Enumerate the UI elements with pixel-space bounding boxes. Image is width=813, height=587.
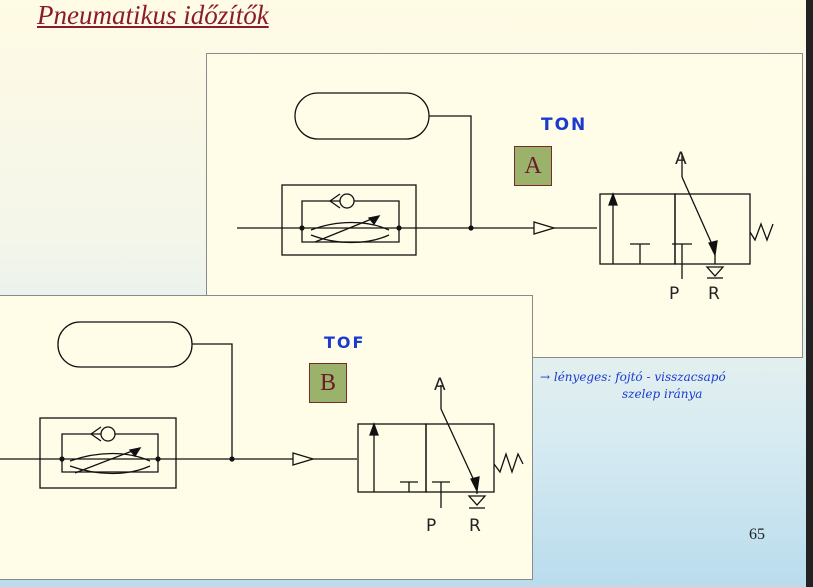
port-b-r: R [469,516,481,536]
slide-title: Pneumatikus időzítők [37,0,269,30]
mode-label-b: TOF [324,333,366,352]
port-b-p: P [426,516,437,536]
diagram-panel-b: TOF B A P R [0,295,533,580]
reservoir-pipe-a [429,115,472,228]
diagram-a-label: A [514,146,552,186]
reservoir-a [294,92,430,140]
port-a-p: P [669,284,680,304]
port-a-top: A [675,149,687,169]
throttle-housing-a [281,184,417,256]
throttle-housing-b [39,417,177,489]
port-b-top: A [434,375,446,395]
slide-right-edge [806,0,813,587]
port-a-r: R [708,284,720,304]
mode-label-a: TON [541,115,588,135]
diagram-b-label: B [309,363,347,403]
reservoir-b [57,321,193,368]
annotation-line-1: → lényeges: fojtó - visszacsapó [540,370,726,384]
annotation-line-2: szelep iránya [622,387,703,401]
circuit-a [237,92,774,279]
page-number: 65 [749,526,765,543]
circuit-b [0,321,524,509]
